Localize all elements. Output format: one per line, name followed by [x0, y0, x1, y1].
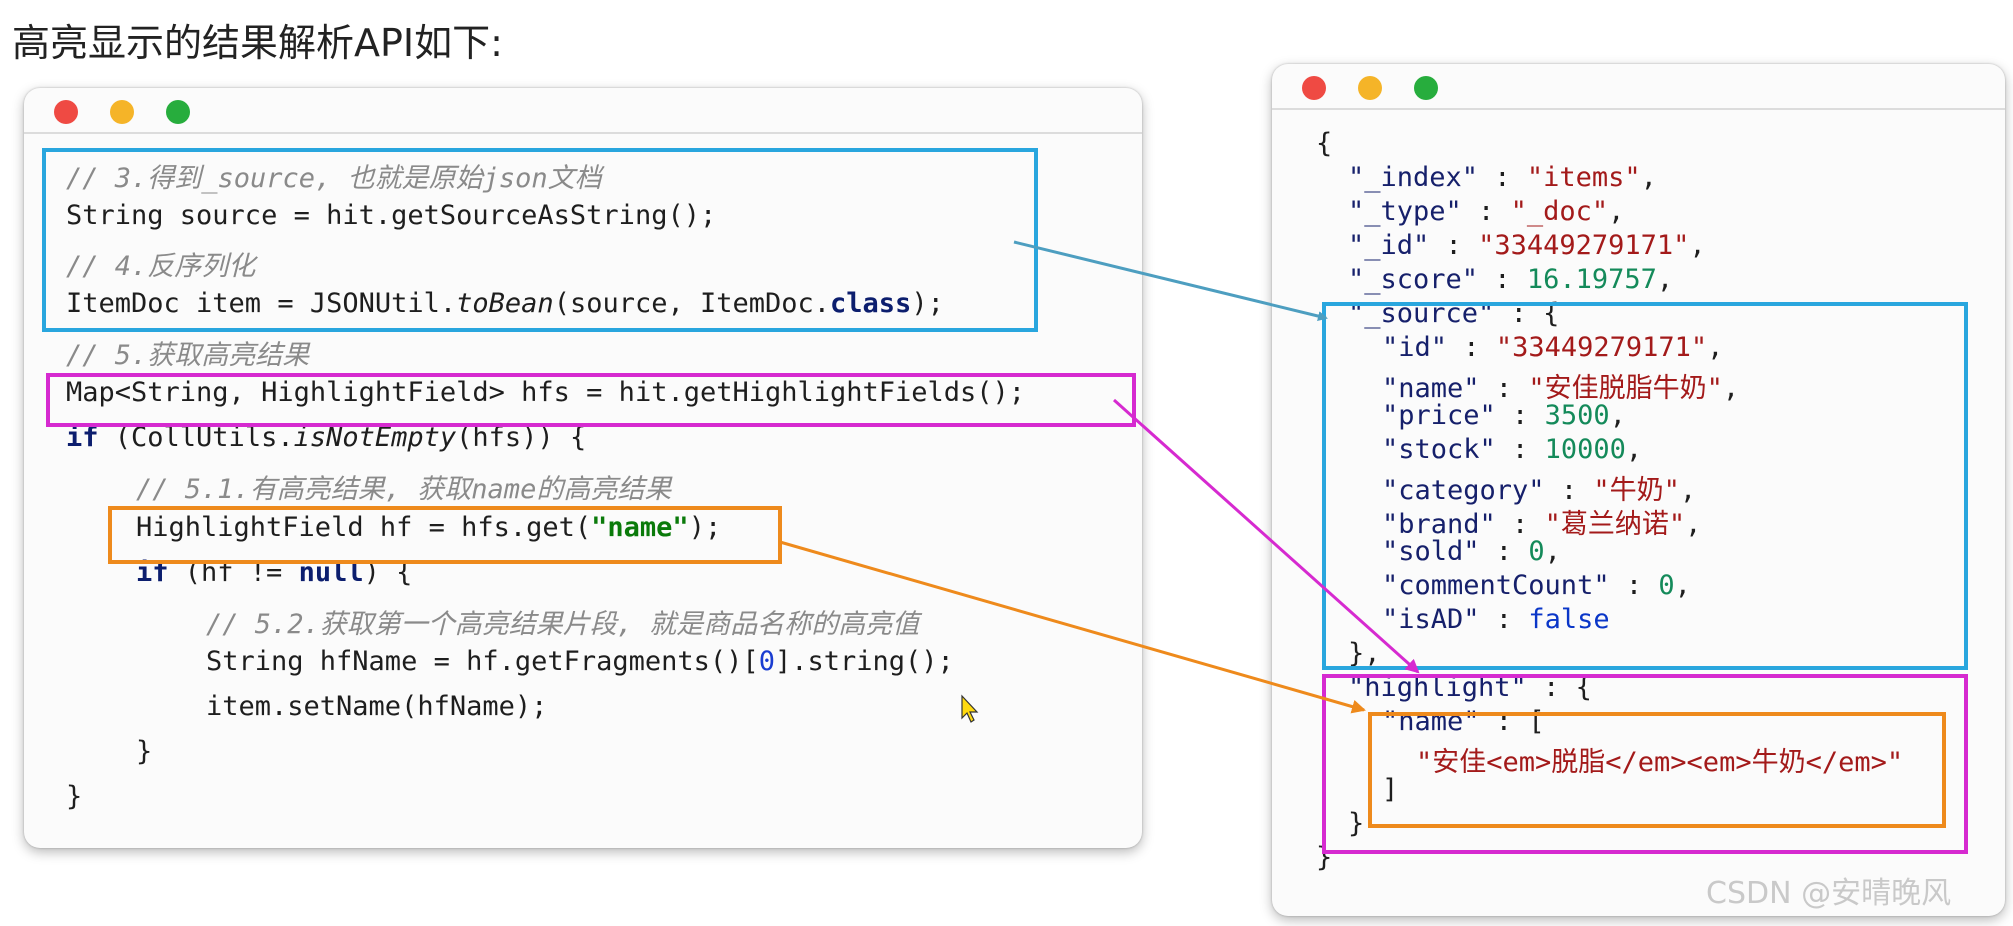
- highlight-json-box: [1322, 674, 1968, 854]
- json-source-isad-line: "isAD" : false: [1382, 604, 1610, 635]
- json-highlight-fragment: "安佳<em>脱脂</em><em>牛奶</em>": [1416, 747, 1904, 778]
- code-deserialize: ItemDoc item = JSONUtil.toBean(source, I…: [66, 288, 944, 319]
- json-close-brace: }: [1316, 842, 1333, 873]
- java-code-window: // 3.得到_source, 也就是原始json文档 String sourc…: [24, 88, 1142, 848]
- minimize-dot-icon[interactable]: [1358, 76, 1382, 100]
- json-score-line: "_score" : 16.19757,: [1348, 264, 1674, 295]
- json-id-line: "_id" : "33449279171",: [1348, 230, 1706, 261]
- source-highlight-box: [42, 148, 1038, 332]
- code-comment-deserialize: // 4.反序列化: [66, 251, 256, 282]
- code-comment-get-name-highlight: // 5.1.有高亮结果, 获取name的高亮结果: [136, 474, 672, 505]
- code-comment-get-source: // 3.得到_source, 也就是原始json文档: [66, 163, 602, 194]
- page-title: 高亮显示的结果解析API如下:: [12, 21, 503, 65]
- code-get-fragments: String hfName = hf.getFragments()[0].str…: [206, 646, 954, 677]
- highlight-fields-box: [46, 373, 1136, 427]
- json-source-stock-line: "stock" : 10000,: [1382, 434, 1643, 465]
- window-titlebar: [24, 88, 1142, 134]
- maximize-dot-icon[interactable]: [166, 100, 190, 124]
- json-highlight-close: }: [1348, 808, 1365, 839]
- code-if-not-empty: if (CollUtils.isNotEmpty(hfs)) {: [66, 422, 587, 453]
- json-type-line: "_type" : "_doc",: [1348, 196, 1625, 227]
- json-source-close: },: [1348, 638, 1381, 669]
- code-get-name-field: HighlightField hf = hfs.get("name");: [136, 512, 722, 543]
- maximize-dot-icon[interactable]: [1414, 76, 1438, 100]
- code-get-highlight-fields: Map<String, HighlightField> hfs = hit.ge…: [66, 377, 1026, 408]
- json-source-brand-line: "brand" : "葛兰纳诺",: [1382, 509, 1702, 540]
- json-source-name-line: "name" : "安佳脱脂牛奶",: [1382, 373, 1740, 404]
- minimize-dot-icon[interactable]: [110, 100, 134, 124]
- code-get-source-as-string: String source = hit.getSourceAsString();: [66, 200, 717, 231]
- close-dot-icon[interactable]: [1302, 76, 1326, 100]
- json-source-id-line: "id" : "33449279171",: [1382, 332, 1724, 363]
- json-open-brace: {: [1316, 128, 1333, 159]
- json-source-category-line: "category" : "牛奶",: [1382, 475, 1697, 506]
- json-index-line: "_index" : "items",: [1348, 162, 1657, 193]
- json-source-price-line: "price" : 3500,: [1382, 400, 1626, 431]
- code-comment-get-highlight: // 5.获取高亮结果: [66, 340, 310, 371]
- json-result-window: { "_index" : "items", "_type" : "_doc", …: [1272, 64, 2005, 916]
- code-close-outer-brace: }: [66, 781, 83, 812]
- highlight-name-json-box: [1368, 712, 1946, 828]
- code-set-name: item.setName(hfName);: [206, 691, 548, 722]
- mouse-cursor-icon: [961, 694, 979, 723]
- arrow-name-field: [779, 540, 1366, 714]
- arrow-source: [1013, 240, 1328, 321]
- window-titlebar: [1272, 64, 2005, 110]
- code-comment-get-fragment: // 5.2.获取第一个高亮结果片段, 就是商品名称的高亮值: [206, 609, 920, 640]
- close-dot-icon[interactable]: [54, 100, 78, 124]
- json-source-sold-line: "sold" : 0,: [1382, 536, 1561, 567]
- json-highlight-array-close: ]: [1382, 774, 1399, 805]
- arrow-highlight: [1112, 398, 1420, 674]
- name-field-box: [108, 506, 782, 564]
- code-close-inner-brace: }: [136, 736, 153, 767]
- json-source-commentcount-line: "commentCount" : 0,: [1382, 570, 1691, 601]
- watermark: CSDN @安晴晚风: [1706, 876, 1952, 911]
- source-json-box: [1322, 302, 1968, 670]
